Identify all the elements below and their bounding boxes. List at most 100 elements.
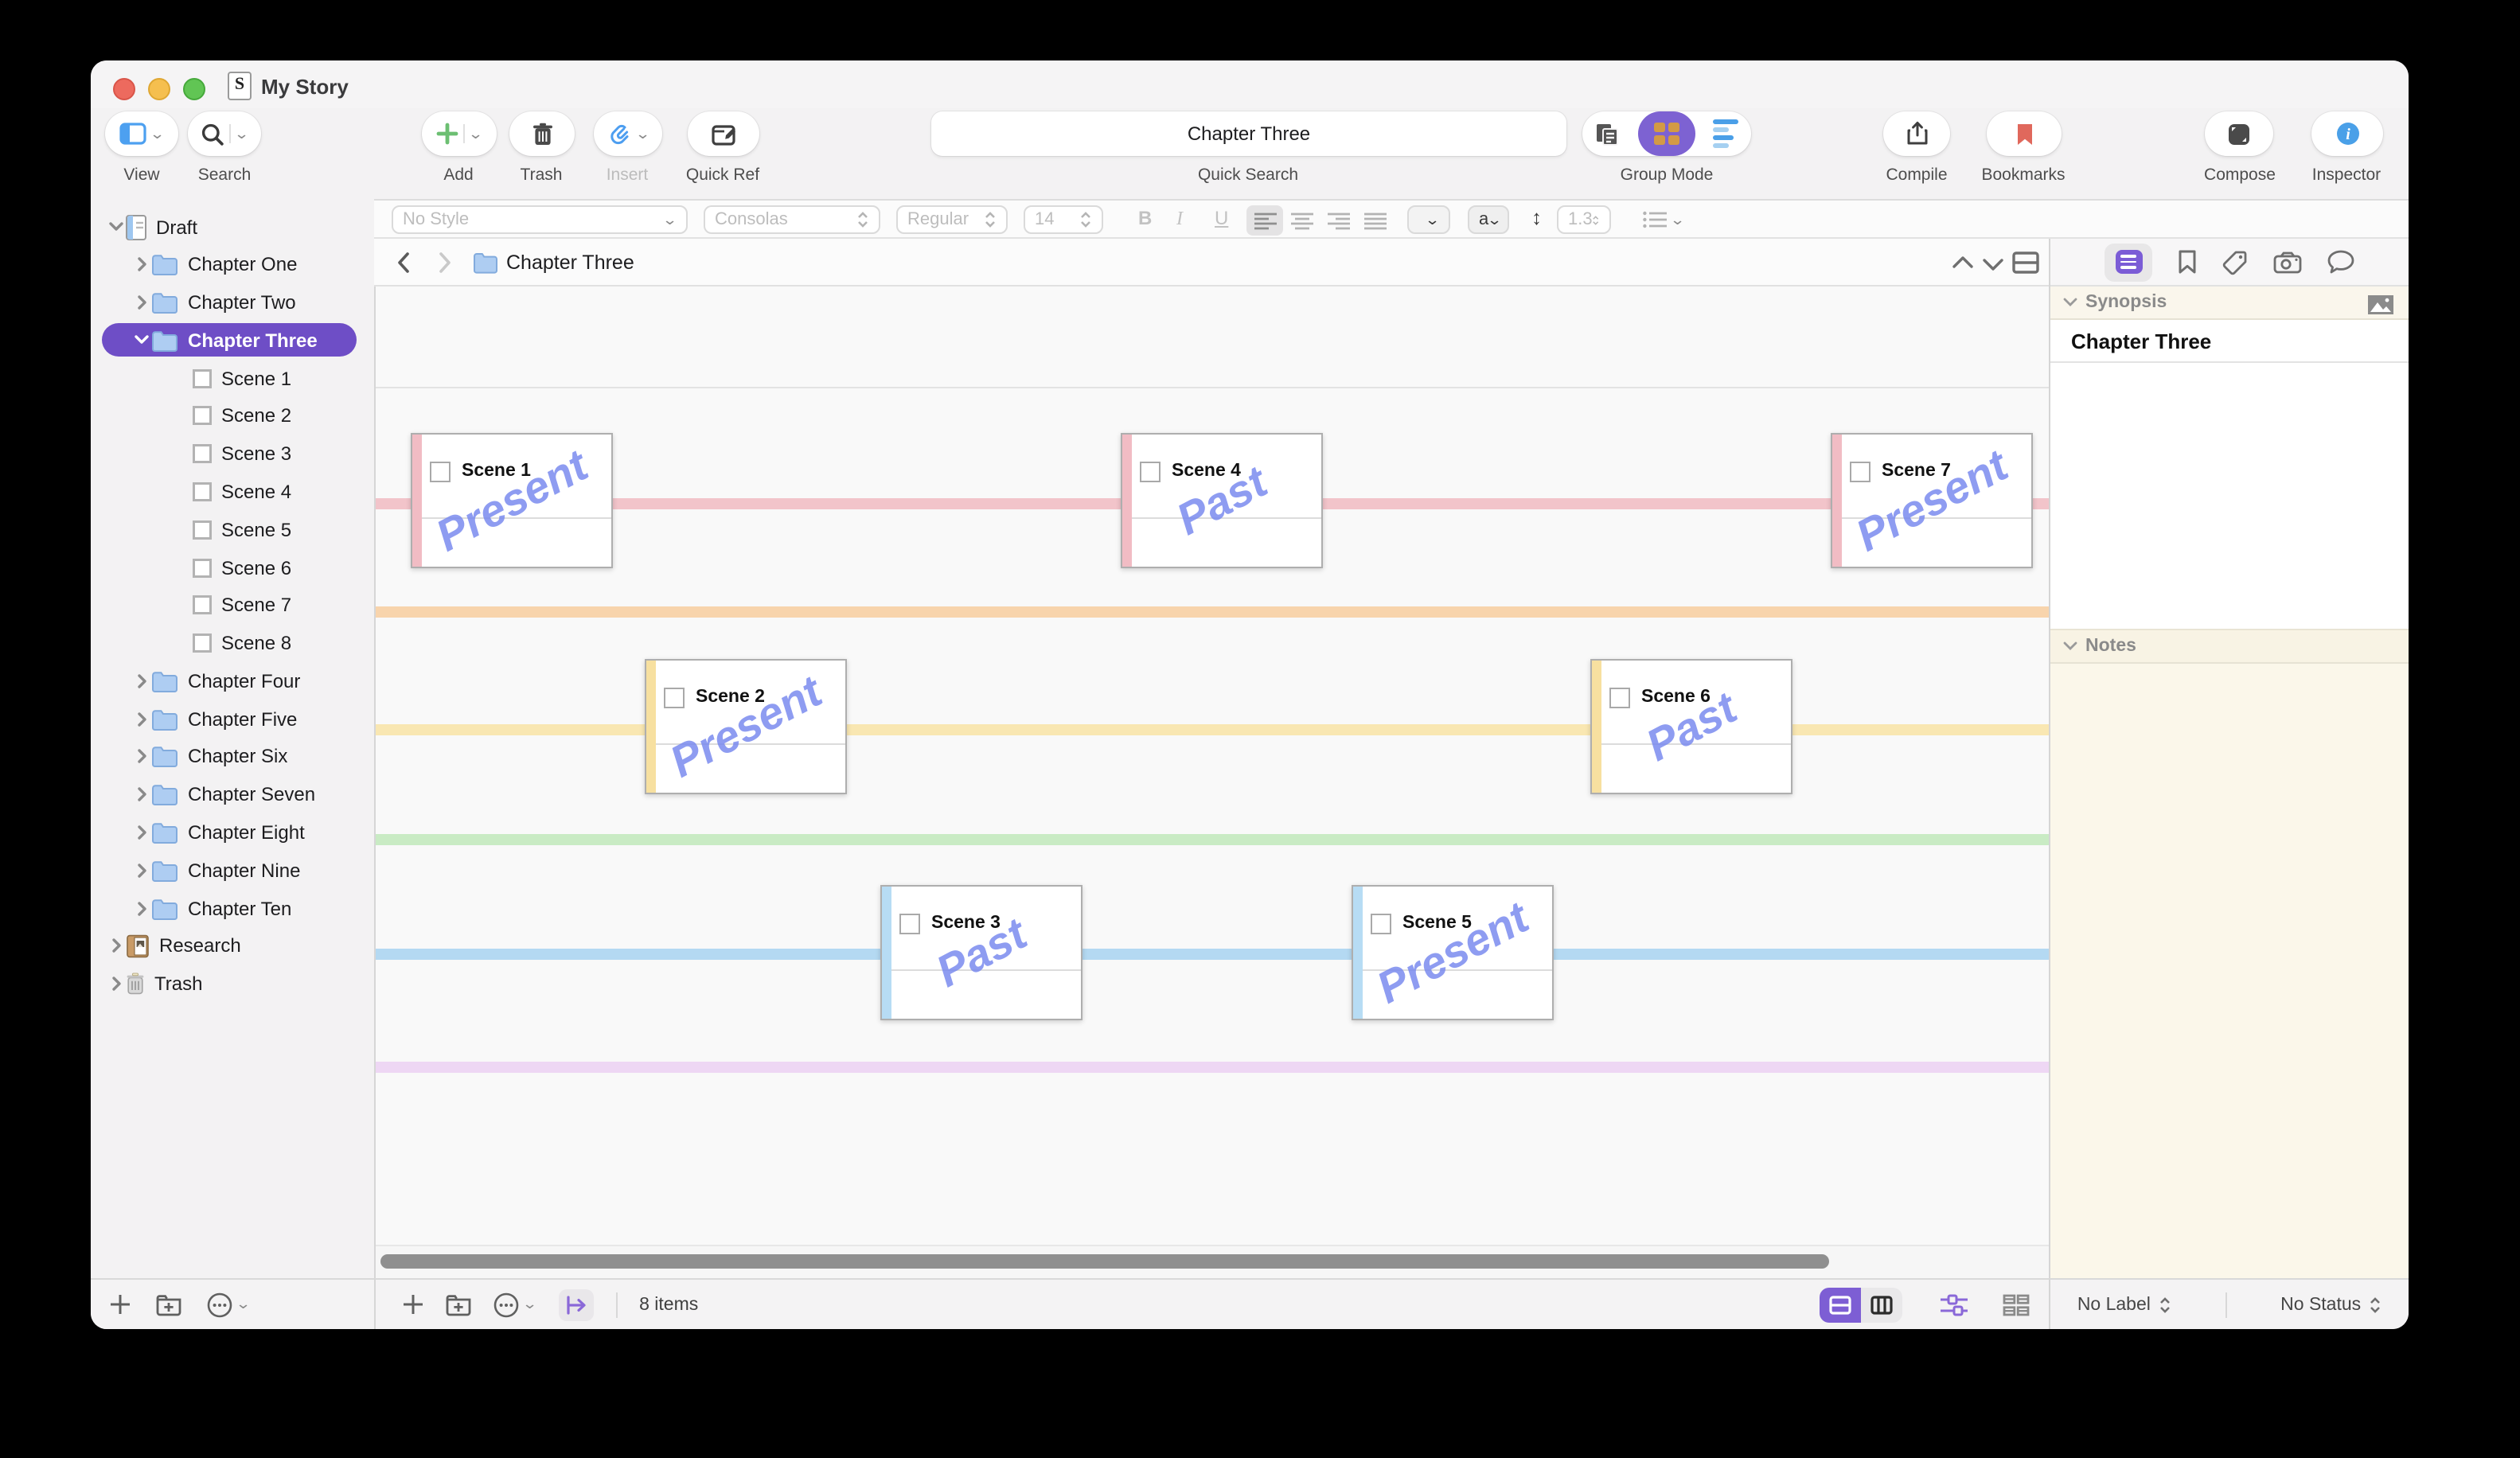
header-up-icon[interactable] [1952, 255, 1974, 269]
nav-forward-icon[interactable] [438, 251, 452, 274]
card-checkbox[interactable] [1140, 462, 1161, 482]
disclosure-expanded-icon[interactable] [134, 335, 150, 346]
binder-item-chapter-ten[interactable]: Chapter Ten [91, 890, 374, 926]
font-size-select[interactable]: 14 [1024, 205, 1103, 234]
font-weight-select[interactable]: Regular [896, 205, 1008, 234]
binder-more-button[interactable]: ⌄ [207, 1292, 251, 1317]
quick-ref-button[interactable] [688, 111, 759, 156]
card-checkbox[interactable] [664, 688, 685, 708]
binder-item-chapter-eight[interactable]: Chapter Eight [91, 814, 374, 851]
disclosure-collapsed-icon[interactable] [136, 673, 147, 689]
nav-back-icon[interactable] [396, 251, 411, 274]
threads-view-button[interactable] [1941, 1293, 1968, 1316]
synopsis-image-icon[interactable] [2367, 294, 2394, 315]
binder-item-research[interactable]: Research [91, 928, 374, 965]
binder-item-scene-3[interactable]: Scene 3 [91, 435, 374, 472]
editor-add-folder-icon[interactable] [446, 1293, 471, 1316]
close-window-button[interactable] [113, 78, 135, 100]
binder-item-scene-8[interactable]: Scene 8 [91, 625, 374, 661]
group-mode-corkboard-button-selected[interactable] [1637, 111, 1695, 156]
compile-button[interactable] [1883, 111, 1950, 156]
label-selector[interactable]: No Label [2077, 1295, 2171, 1314]
italic-button[interactable]: I [1176, 207, 1183, 229]
disclosure-collapsed-icon[interactable] [136, 257, 147, 273]
binder-item-chapter-one[interactable]: Chapter One [91, 247, 374, 283]
tab-bookmark-icon[interactable] [2178, 250, 2197, 274]
highlight-button[interactable]: a ⌄ [1468, 205, 1509, 234]
line-spacing-select[interactable]: 1.3 [1557, 205, 1611, 234]
disclosure-collapsed-icon[interactable] [136, 711, 147, 727]
disclosure-expanded-icon[interactable] [108, 221, 124, 232]
binder-item-scene-7[interactable]: Scene 7 [91, 587, 374, 624]
disclosure-collapsed-icon[interactable] [111, 976, 122, 992]
synopsis-title-row[interactable]: Chapter Three [2050, 320, 2409, 363]
binder-item-chapter-three[interactable]: Chapter Three [91, 322, 374, 359]
editor-add-icon[interactable] [403, 1294, 423, 1315]
binder-item-scene-6[interactable]: Scene 6 [91, 549, 374, 586]
line-spacing-icon[interactable]: ↕ [1531, 205, 1542, 229]
group-mode-outline-icon[interactable] [1713, 116, 1738, 151]
columns-layout-button[interactable] [1861, 1287, 1902, 1322]
zoom-window-button[interactable] [183, 78, 205, 100]
split-view-icon[interactable] [2012, 251, 2039, 274]
card-checkbox[interactable] [430, 462, 451, 482]
binder-item-chapter-two[interactable]: Chapter Two [91, 284, 374, 321]
align-center-button[interactable] [1283, 205, 1320, 236]
style-select[interactable]: No Style ⌄ [392, 205, 688, 234]
insert-button[interactable]: ⌄ [594, 111, 662, 156]
binder-item-trash[interactable]: Trash [91, 965, 374, 1002]
status-selector[interactable]: No Status [2280, 1295, 2382, 1314]
bookmarks-button[interactable] [1987, 111, 2062, 156]
tab-comments-icon[interactable] [2327, 250, 2354, 274]
compose-button[interactable] [2205, 111, 2273, 156]
align-left-button[interactable] [1246, 205, 1283, 236]
synopsis-content-area[interactable] [2050, 363, 2409, 629]
tab-keywords-icon[interactable] [2222, 249, 2248, 275]
align-justify-button[interactable] [1356, 205, 1393, 236]
disclosure-collapsed-icon[interactable] [136, 900, 147, 916]
binder-item-scene-5[interactable]: Scene 5 [91, 511, 374, 548]
grid-view-button[interactable] [2003, 1293, 2030, 1316]
inspector-button[interactable]: i [2311, 111, 2383, 156]
binder-item-draft[interactable]: Draft [91, 209, 374, 245]
tab-snapshot-icon[interactable] [2273, 251, 2302, 273]
card-checkbox[interactable] [1609, 688, 1630, 708]
disclosure-collapsed-icon[interactable] [136, 863, 147, 879]
binder-item-chapter-nine[interactable]: Chapter Nine [91, 852, 374, 889]
binder-item-chapter-seven[interactable]: Chapter Seven [91, 776, 374, 813]
card-checkbox[interactable] [1371, 914, 1391, 934]
horizontal-scrollbar[interactable] [376, 1245, 2049, 1278]
underline-button[interactable]: U [1215, 207, 1229, 229]
binder-add-folder-icon[interactable] [156, 1293, 181, 1316]
tab-notes-selected[interactable] [2105, 243, 2152, 281]
card-checkbox[interactable] [1850, 462, 1870, 482]
horizontal-scrollbar-thumb[interactable] [380, 1254, 1829, 1269]
search-button[interactable]: ⌄ [188, 111, 261, 156]
disclosure-collapsed-icon[interactable] [136, 749, 147, 765]
timeline-mode-button[interactable] [558, 1288, 594, 1320]
card-checkbox[interactable] [899, 914, 920, 934]
text-color-well[interactable]: ⌄ [1407, 205, 1450, 234]
binder-item-chapter-six[interactable]: Chapter Six [91, 739, 374, 775]
binder-item-scene-4[interactable]: Scene 4 [91, 474, 374, 510]
disclosure-collapsed-icon[interactable] [136, 825, 147, 840]
disclosure-collapsed-icon[interactable] [136, 786, 147, 802]
minimize-window-button[interactable] [148, 78, 170, 100]
notes-section-header[interactable]: Notes [2050, 629, 2409, 664]
add-button[interactable]: ⌄ [422, 111, 497, 156]
list-style-button[interactable]: ⌄ [1643, 210, 1685, 229]
binder-add-icon[interactable] [110, 1294, 131, 1315]
quick-search-field[interactable]: Chapter Three [931, 111, 1566, 156]
synopsis-section-header[interactable]: Synopsis [2050, 287, 2409, 320]
bold-button[interactable]: B [1138, 207, 1153, 229]
rows-layout-button-selected[interactable] [1820, 1287, 1861, 1322]
group-mode-document-icon[interactable] [1595, 122, 1619, 146]
binder-item-chapter-four[interactable]: Chapter Four [91, 663, 374, 700]
font-select[interactable]: Consolas [704, 205, 880, 234]
binder-item-scene-1[interactable]: Scene 1 [91, 360, 374, 396]
